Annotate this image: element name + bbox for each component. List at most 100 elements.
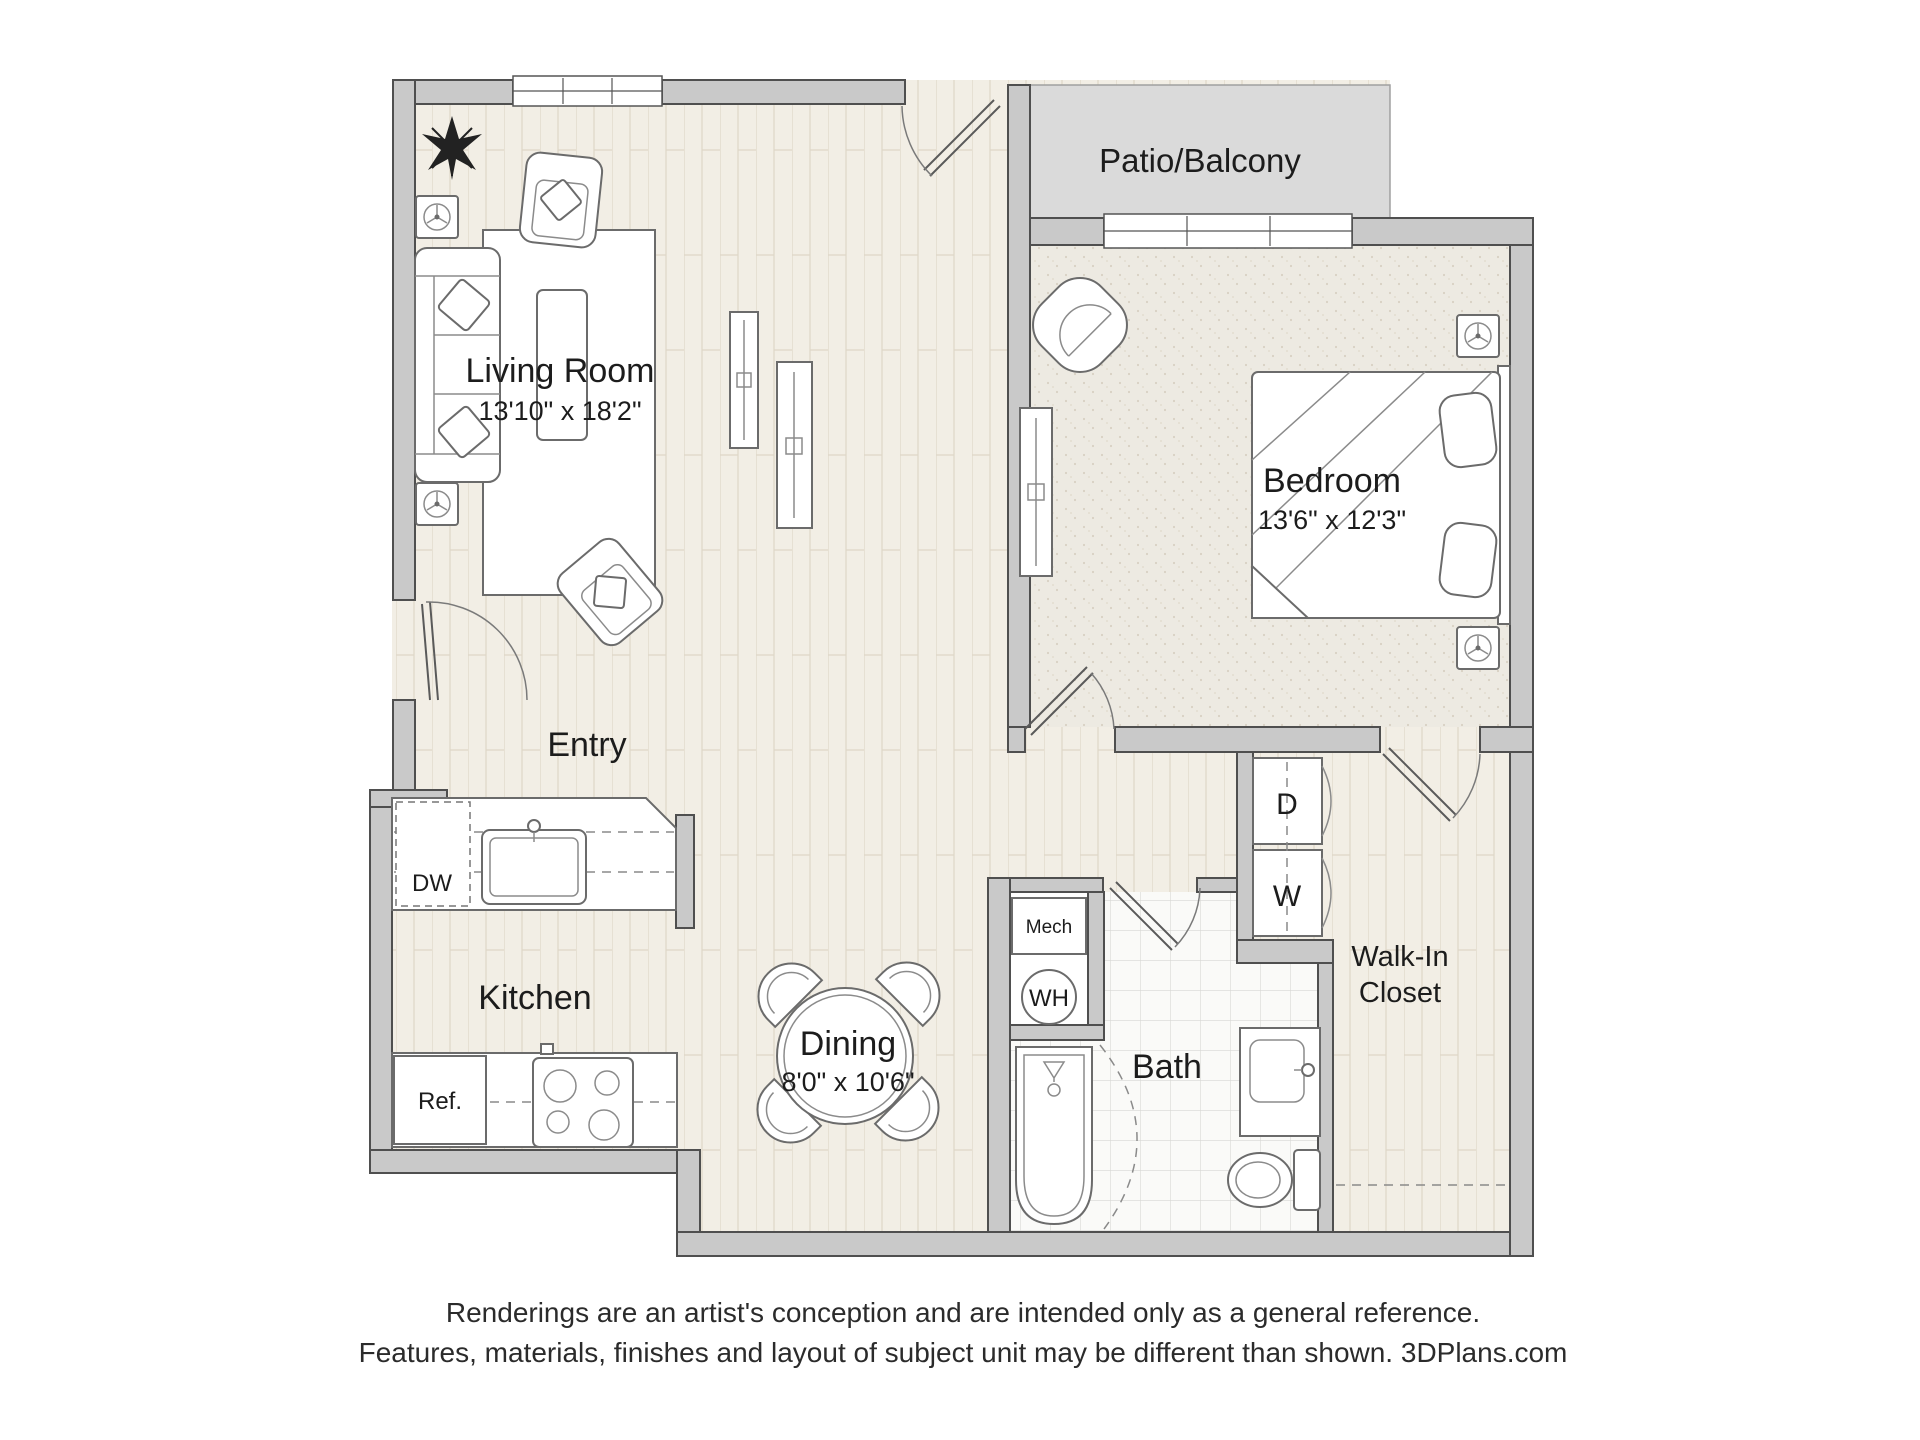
wall xyxy=(1087,891,1105,1041)
dining-chair xyxy=(757,962,824,1029)
walls xyxy=(369,79,1534,1257)
wall xyxy=(369,806,393,1174)
wall xyxy=(392,79,416,601)
throw-pillow xyxy=(592,574,628,610)
wall xyxy=(1009,1024,1105,1041)
bath-door xyxy=(1109,881,1201,951)
wall xyxy=(1236,939,1334,964)
mech-label: Mech xyxy=(1026,917,1072,938)
living-room-dims: 13'10" x 18'2" xyxy=(478,396,641,426)
dining-chair xyxy=(756,1077,823,1144)
water-heater xyxy=(1021,969,1077,1025)
dresser xyxy=(1019,407,1053,577)
walk-in-closet-label-line2: Closet xyxy=(1359,977,1441,1009)
mech-box xyxy=(1011,897,1087,955)
console-table xyxy=(729,311,759,449)
wall-counter-stub xyxy=(675,814,695,929)
wall xyxy=(1479,726,1534,753)
throw-pillow xyxy=(437,278,491,332)
bath-fixtures xyxy=(1011,897,1321,1226)
stove xyxy=(532,1043,634,1148)
bedroom-window xyxy=(1103,213,1353,249)
wall-patio-bedroom xyxy=(1007,84,1031,728)
ceiling-speaker-icon xyxy=(1456,626,1500,670)
wall xyxy=(1007,726,1026,753)
bed xyxy=(1251,365,1511,625)
bedroom-dims: 13'6" x 12'3" xyxy=(1258,505,1406,535)
dining-furniture xyxy=(756,961,941,1144)
entry-label: Entry xyxy=(547,726,626,764)
pillow xyxy=(1438,391,1498,469)
laundry xyxy=(1252,757,1505,1186)
ceiling-speaker-icon xyxy=(415,482,459,526)
exterior-mask xyxy=(1390,78,1535,218)
ceiling-speaker-icon xyxy=(1456,314,1500,358)
exterior-mask xyxy=(392,1173,679,1235)
throw-pillow xyxy=(437,405,491,459)
bedroom-label: Bedroom xyxy=(1263,462,1401,500)
ceiling-speaker-icon xyxy=(415,195,459,239)
refrigerator-label: Ref. xyxy=(418,1088,462,1115)
disclaimer-line-1: Renderings are an artist's conception an… xyxy=(446,1297,1480,1328)
wall xyxy=(676,1231,1534,1257)
water-heater-label: WH xyxy=(1029,985,1069,1012)
entry-door xyxy=(421,601,528,701)
kitchen-label: Kitchen xyxy=(478,979,591,1017)
living-room-label: Living Room xyxy=(466,352,655,390)
kitchen-fixtures xyxy=(391,797,678,1148)
dining-table-inner xyxy=(783,994,907,1118)
living-room-window xyxy=(512,75,663,107)
living-room-furniture xyxy=(414,116,813,647)
pillow xyxy=(1438,521,1498,599)
appliance-door-arcs xyxy=(1321,765,1332,929)
tv-console xyxy=(776,361,813,529)
dining-label: Dining xyxy=(800,1025,896,1063)
washer-label: W xyxy=(1273,880,1302,913)
walk-in-closet-label-line1: Walk-In xyxy=(1351,941,1448,973)
bedroom-chair xyxy=(1032,277,1128,373)
wall xyxy=(987,877,1011,1233)
disclaimer-line-2: Features, materials, finishes and layout… xyxy=(359,1337,1568,1368)
windows xyxy=(512,75,1353,249)
closet-door xyxy=(1382,747,1481,822)
patio-label: Patio/Balcony xyxy=(1099,142,1301,179)
coffee-table xyxy=(536,289,588,441)
wall xyxy=(1114,726,1381,753)
refrigerator xyxy=(393,1055,487,1145)
shower-head-icon xyxy=(1042,1061,1066,1082)
dryer-label: D xyxy=(1276,788,1298,821)
bedroom-door xyxy=(1024,666,1115,736)
patio-door xyxy=(901,99,1001,177)
wall xyxy=(661,79,906,105)
wall xyxy=(369,1149,701,1174)
shower-swing-dashed-arc xyxy=(1099,1044,1138,1230)
wall xyxy=(1196,877,1238,893)
dining-chair xyxy=(874,961,941,1028)
kitchen-sink xyxy=(481,819,587,905)
sofa xyxy=(414,247,501,483)
dishwasher xyxy=(395,801,471,907)
patio-slab xyxy=(1012,84,1391,219)
dining-table xyxy=(776,987,914,1125)
labels: Patio/Balcony Living Room 13'10" x 18'2"… xyxy=(412,142,1449,1115)
wall xyxy=(1236,751,1254,941)
bathtub xyxy=(1015,1046,1093,1226)
footer-disclaimer: Renderings are an artist's conception an… xyxy=(359,1297,1568,1368)
wall xyxy=(1351,217,1534,246)
bedroom-furniture xyxy=(1019,277,1511,625)
throw-pillow xyxy=(540,179,582,221)
armchair xyxy=(556,537,664,647)
armchair xyxy=(518,151,604,249)
ceiling-fixtures xyxy=(415,195,1500,670)
dining-chair xyxy=(873,1075,940,1142)
doors xyxy=(421,99,1481,1230)
shower-head-icon xyxy=(1047,1083,1061,1097)
toilet xyxy=(1227,1149,1321,1211)
plant-icon xyxy=(422,116,482,180)
faucet-icon xyxy=(1301,1063,1315,1077)
vanity-sink xyxy=(1239,1027,1321,1137)
dining-dims: 8'0" x 10'6" xyxy=(781,1067,914,1097)
bath-label: Bath xyxy=(1132,1048,1202,1086)
